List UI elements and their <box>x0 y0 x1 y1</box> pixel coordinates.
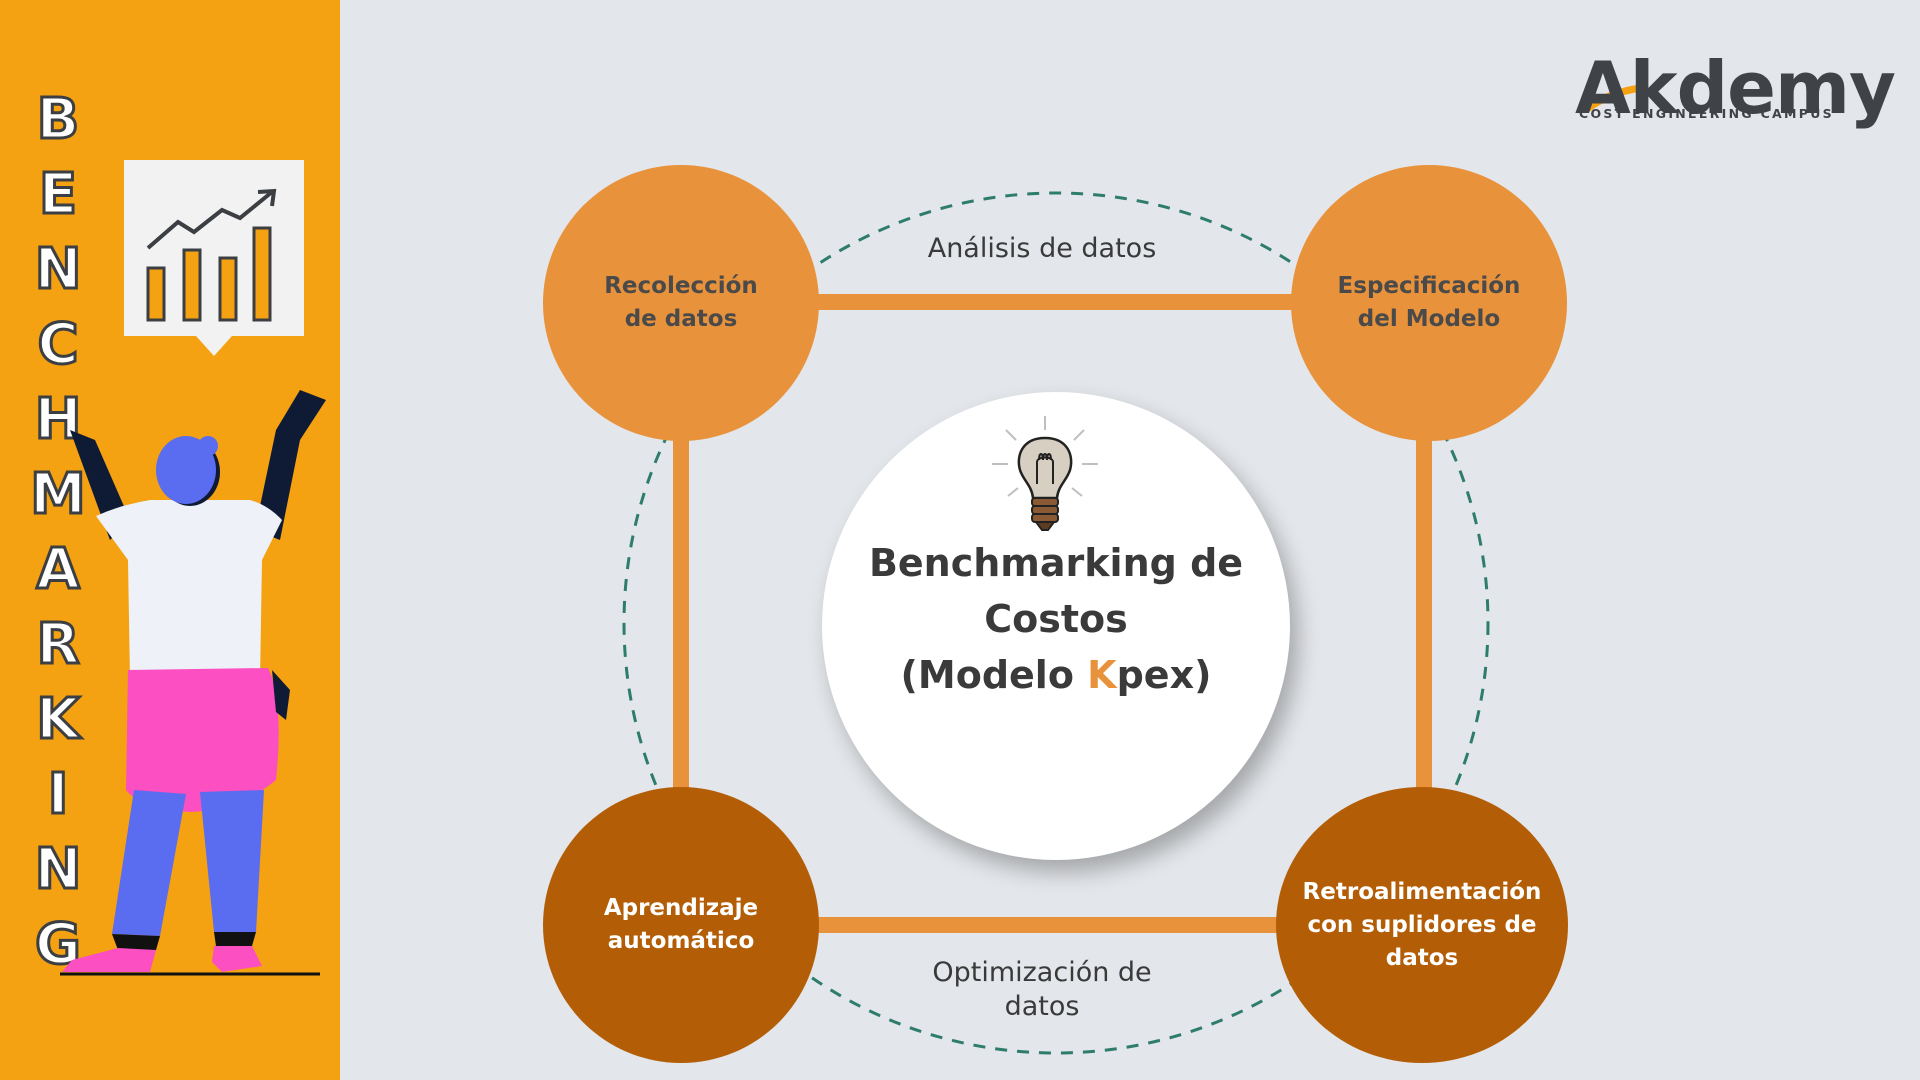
node-label: Aprendizaje automático <box>603 895 759 954</box>
akdemy-logo: Akdemy COST ENGINEERING CAMPUS <box>1575 48 1896 128</box>
node-label: Especificación del Modelo <box>1337 273 1521 332</box>
node-especificacion: Especificación del Modelo <box>1291 165 1567 441</box>
edge-label-bottom: Optimización de datos <box>932 957 1152 1022</box>
logo-prefix: A <box>1575 46 1631 130</box>
title-letter: R <box>35 611 81 679</box>
center-title-line1: Benchmarking de <box>868 541 1244 585</box>
center-title-close: pex) <box>1116 653 1212 697</box>
dashed-ring <box>622 191 1490 1055</box>
logo-wordmark: Akdemy <box>1575 46 1896 130</box>
connector-right <box>1416 430 1432 810</box>
center-title-accent: K <box>1087 653 1117 697</box>
benchmarking-vertical-title: B E N C H M A R K I N G <box>28 82 88 982</box>
trend-chart-icon <box>124 160 304 356</box>
title-letter: I <box>46 761 70 829</box>
logo-swoosh-icon <box>1579 84 1645 112</box>
title-letter: N <box>33 836 83 904</box>
title-letter: K <box>35 686 81 754</box>
logo-suffix: kdemy <box>1629 46 1896 130</box>
node-label: Retroalimentación con suplidores de dato… <box>1302 878 1542 971</box>
node-recoleccion: Recolección de datos <box>543 165 819 441</box>
node-retroalimentacion: Retroalimentación con suplidores de dato… <box>1276 787 1568 1063</box>
center-title-line2: Costos <box>984 597 1128 641</box>
title-letter: E <box>37 161 78 229</box>
title-letter: B <box>35 86 81 154</box>
center-title-line3: (Modelo Kpex) <box>822 647 1290 703</box>
title-letter: C <box>36 311 80 379</box>
connector-left <box>673 430 689 810</box>
center-title-open: (Modelo <box>900 653 1088 697</box>
edge-label-top: Análisis de datos <box>927 233 1157 264</box>
logo-subtitle: COST ENGINEERING CAMPUS <box>1579 106 1834 121</box>
connector-top <box>815 294 1295 310</box>
sidebar: B E N C H M A R K I N G <box>0 0 340 1080</box>
connector-bottom <box>815 917 1295 933</box>
node-aprendizaje: Aprendizaje automático <box>543 787 819 1063</box>
person-cheering-illustration <box>60 160 326 976</box>
title-letter: A <box>35 536 81 604</box>
node-label: Recolección de datos <box>604 273 758 332</box>
lightbulb-icon <box>992 416 1098 531</box>
center-title: Benchmarking de Costos (Modelo Kpex) <box>822 535 1290 703</box>
title-letter: N <box>33 236 83 304</box>
title-letter: M <box>29 461 88 529</box>
